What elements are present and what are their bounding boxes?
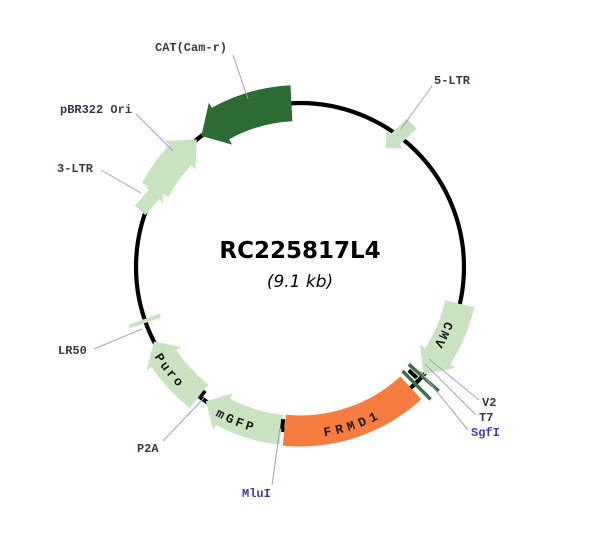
label-p2a: P2A xyxy=(137,442,159,456)
feature-cmv xyxy=(419,300,475,375)
leader-lr50 xyxy=(93,328,143,350)
leader-sgfi xyxy=(419,370,469,431)
leader-v2 xyxy=(428,358,480,401)
label-mlui: MluI xyxy=(242,487,271,501)
leader-pbr322-ori xyxy=(135,113,174,152)
label-t7: T7 xyxy=(479,411,493,425)
leader-mlui xyxy=(271,427,281,486)
tick-lr50-tick xyxy=(128,313,161,329)
label-lr50: LR50 xyxy=(58,344,87,358)
plasmid-title: RC225817L4 xyxy=(219,238,380,264)
tick-p2a-tick xyxy=(198,389,207,400)
tick-mlui-tick xyxy=(280,418,286,430)
label-ltr3: 3-LTR xyxy=(57,162,94,176)
leader-t7 xyxy=(424,363,477,416)
feature-ltr3 xyxy=(134,185,163,215)
label-v2: V2 xyxy=(482,396,496,410)
tick-t7-tick xyxy=(401,369,432,401)
leader-ltr3 xyxy=(100,169,142,194)
tick-v2-tick xyxy=(407,362,440,393)
feature-ltr5 xyxy=(385,118,417,149)
label-sgfi: SgfI xyxy=(471,426,500,440)
leader-p2a xyxy=(162,397,205,442)
leader-cat xyxy=(232,54,249,100)
feature-pbr322-ori xyxy=(142,139,197,197)
label-ltr5: 5-LTR xyxy=(434,74,471,88)
tick-sgfi-tick xyxy=(407,368,419,380)
label-pbr322-ori: pBR322 Ori xyxy=(60,103,132,117)
label-cat: CAT(Cam-r) xyxy=(155,41,227,55)
feature-mgfp xyxy=(205,393,284,445)
plasmid-size-label: (9.1 kb) xyxy=(267,272,333,292)
feature-frmd1 xyxy=(282,376,422,447)
feature-puro xyxy=(146,341,209,409)
leader-ltr5 xyxy=(400,85,433,130)
feature-cat xyxy=(201,85,293,145)
